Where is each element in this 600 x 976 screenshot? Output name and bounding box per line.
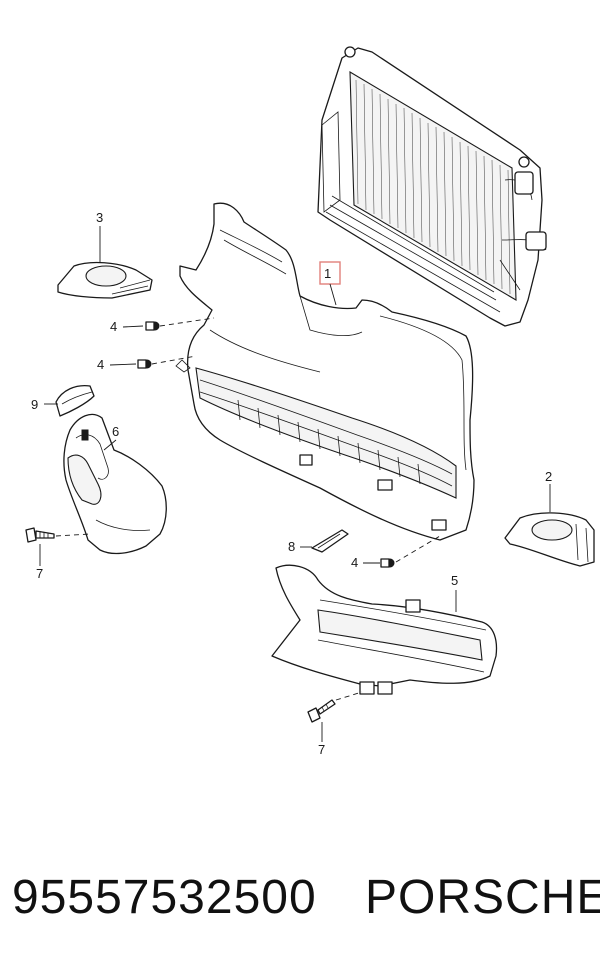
callout-4b: 4 <box>97 357 104 372</box>
screw-4c <box>380 558 395 568</box>
air-duct-shroud <box>175 202 475 541</box>
callout-5: 5 <box>451 573 458 588</box>
callout-9: 9 <box>31 397 38 412</box>
screw-7b <box>307 699 336 723</box>
duct-ribs <box>237 399 421 485</box>
part-8-clip <box>311 529 349 553</box>
parts-diagram: 1 2 3 4 4 4 5 6 7 7 8 9 <box>25 46 595 757</box>
callout-4a: 4 <box>110 319 117 334</box>
callout-7a: 7 <box>36 566 43 581</box>
screw-4a <box>145 321 160 331</box>
callout-6: 6 <box>112 424 119 439</box>
part-9-cap <box>55 384 95 417</box>
radiator <box>317 46 547 327</box>
part-5-air-guide <box>271 564 498 695</box>
leader-lines <box>39 226 551 742</box>
part-number-caption: 95557532500 <box>12 871 317 924</box>
screw-4b <box>137 359 152 369</box>
callout-4c: 4 <box>351 555 358 570</box>
brand-caption: PORSCHE <box>365 871 600 924</box>
callout-7b: 7 <box>318 742 325 757</box>
part-3-bracket <box>57 261 153 299</box>
screw-7a <box>25 527 55 543</box>
part-2-bracket <box>504 512 595 567</box>
callout-1: 1 <box>324 266 331 281</box>
callout-2: 2 <box>545 469 552 484</box>
part-6-deflector <box>63 413 167 555</box>
callout-3: 3 <box>96 210 103 225</box>
callout-8: 8 <box>288 539 295 554</box>
